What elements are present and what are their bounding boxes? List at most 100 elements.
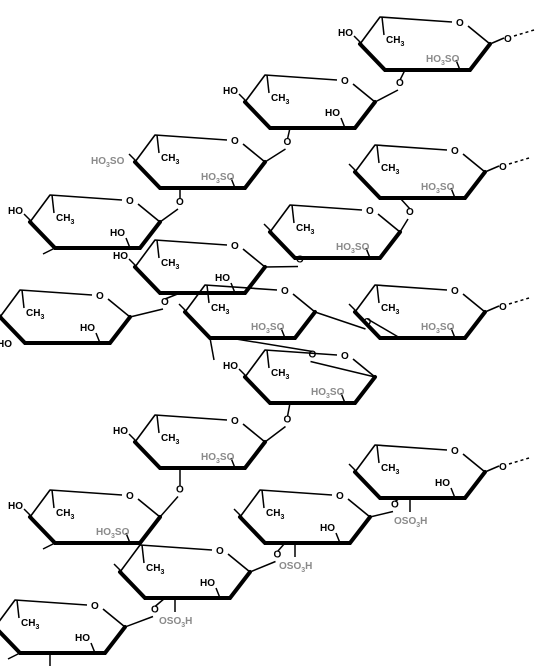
ring-oxygen-label: O [231, 416, 239, 427]
methyl-label: CH3 [296, 223, 314, 236]
hydroxyl-label: HO [113, 426, 128, 437]
methyl-bond [16, 599, 20, 619]
sugar-ring: OCH3HOHOHO [0, 289, 132, 350]
ring-back-edge [347, 498, 371, 518]
glycosidic-bond [374, 89, 399, 103]
ring-oxygen-label: O [366, 206, 374, 217]
ring-front-edge [183, 310, 317, 340]
substituent-bond [230, 177, 236, 189]
sulfate-label: HO3SO [336, 242, 370, 255]
glycosidic-oxygen-label: O [504, 34, 512, 45]
substituent-bond [280, 327, 286, 339]
glycosidic-bond [314, 311, 366, 330]
glycosidic-bond [264, 425, 286, 443]
hydroxyl-label: HO [320, 523, 335, 534]
substituent-bond [178, 303, 188, 313]
sulfate-label: HO3SO [421, 182, 455, 195]
ring-oxygen-label: O [231, 241, 239, 252]
glycosidic-oxygen-label: O [176, 197, 184, 208]
chain-continuation [508, 157, 530, 165]
glycosidic-bond [484, 465, 500, 473]
substituent-bond [365, 247, 371, 259]
methyl-bond [156, 134, 160, 154]
ring-back-edge [462, 153, 486, 173]
ring-back-edge [102, 608, 126, 628]
methyl-label: CH3 [161, 433, 179, 446]
substituent-bond [125, 532, 131, 544]
glycosidic-bond [399, 197, 411, 210]
ring-back-edge [184, 284, 278, 313]
ring-front-edge [353, 310, 487, 340]
ring-back-edge [462, 293, 486, 313]
glycosidic-bond [484, 305, 500, 313]
ring-front-edge [0, 625, 127, 655]
methyl-label: CH3 [21, 618, 39, 631]
hydroxyl-label: HO [110, 228, 125, 239]
substituent-bond [23, 508, 33, 518]
methyl-bond [266, 349, 270, 369]
ring-back-edge [134, 414, 228, 443]
substituent-bond [128, 258, 138, 268]
ring-front-edge [243, 375, 377, 405]
methyl-bond [376, 144, 380, 164]
substituent-bond [263, 223, 273, 233]
ring-oxygen-label: O [126, 491, 134, 502]
substituent-bond [215, 587, 221, 599]
ring-oxygen-label: O [456, 18, 464, 29]
substituent-bond [450, 487, 456, 499]
methyl-label: CH3 [381, 163, 399, 176]
ring-back-edge [354, 284, 448, 313]
substituent-bond [238, 93, 248, 103]
ring-front-edge [133, 440, 267, 470]
ring-front-edge [133, 160, 267, 190]
methyl-bond [141, 544, 145, 564]
ring-back-edge [242, 248, 266, 268]
glycosidic-bond [249, 560, 276, 573]
chain-stub [209, 337, 215, 361]
hydroxyl-label: HO [8, 206, 23, 217]
glycosidic-oxygen-label: O [364, 317, 372, 328]
ring-back-edge [292, 293, 316, 313]
methyl-bond [376, 444, 380, 464]
ring-back-edge [239, 489, 333, 518]
sulfate-label: HO3SO [421, 322, 455, 335]
ring-back-edge [137, 498, 161, 518]
ring-oxygen-label: O [336, 491, 344, 502]
glycosidic-oxygen-label: O [161, 297, 169, 308]
glycosidic-bond [264, 265, 299, 268]
methyl-label: CH3 [211, 303, 229, 316]
chain-continuation [508, 457, 530, 465]
ring-back-edge [377, 213, 401, 233]
chain-continuation [513, 29, 535, 37]
methyl-bond [291, 204, 295, 224]
hydroxyl-label: HO [223, 86, 238, 97]
hydroxyl-label: HO [223, 361, 238, 372]
glycosidic-bond [399, 218, 409, 233]
ring-front-edge [0, 315, 132, 345]
methyl-bond [381, 16, 385, 36]
chain-continuation [508, 297, 530, 305]
ring-back-edge [359, 16, 453, 45]
methyl-label: CH3 [386, 35, 404, 48]
methyl-label: CH3 [146, 563, 164, 576]
ring-back-edge [354, 144, 448, 173]
glycosidic-bond [164, 292, 181, 300]
ring-back-edge [242, 423, 266, 443]
hydroxyl-label: HO [0, 339, 12, 350]
substituent-bond [353, 35, 363, 45]
glycosidic-bond [310, 360, 376, 378]
hydroxyl-label: HO [435, 478, 450, 489]
glycosidic-bond [264, 148, 286, 163]
glycosidic-bond [299, 255, 316, 259]
glycosidic-oxygen-label: O [274, 550, 282, 561]
glycosidic-bond [399, 69, 406, 81]
hydroxyl-label: HO [338, 28, 353, 39]
methyl-bond [206, 284, 210, 304]
ring-oxygen-label: O [231, 136, 239, 147]
